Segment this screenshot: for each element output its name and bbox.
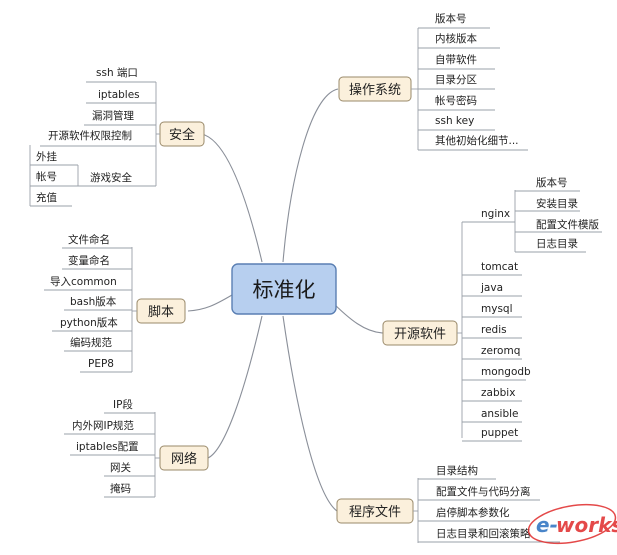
os-item: 其他初始化细节... <box>435 134 519 147</box>
game-item: 外挂 <box>36 150 57 163</box>
program-item: 目录结构 <box>436 464 478 477</box>
branch-os-label: 操作系统 <box>349 82 401 98</box>
nginx-item: 配置文件模版 <box>536 218 599 231</box>
network-item: IP段 <box>113 398 133 411</box>
os-item: 内核版本 <box>435 32 477 45</box>
branch-network: 网络 <box>159 445 209 471</box>
script-item: python版本 <box>60 316 118 329</box>
opensource-item: redis <box>481 324 507 336</box>
os-item: ssh key <box>435 115 474 127</box>
game-item: 帐号 <box>36 170 57 183</box>
connector-opensource <box>329 299 384 334</box>
root-node: 标准化 <box>231 263 337 315</box>
watermark-works: works <box>556 513 617 537</box>
branch-script: 脚本 <box>136 298 186 324</box>
program-item: 配置文件与代码分离 <box>436 485 531 498</box>
network-item: 网关 <box>110 461 131 474</box>
opensource-item: mysql <box>481 303 513 315</box>
security-item: 漏洞管理 <box>92 109 134 122</box>
connector-security <box>201 133 263 263</box>
program-items: 目录结构 配置文件与代码分离 启停脚本参数化 日志目录和回滚策略 <box>418 464 560 543</box>
script-item: 导入common <box>50 276 117 288</box>
branch-os: 操作系统 <box>338 76 412 102</box>
network-item: 内外网IP规范 <box>72 419 134 432</box>
security-item: 开源软件权限控制 <box>48 129 132 142</box>
branch-security-label: 安全 <box>169 127 195 143</box>
os-item: 目录分区 <box>435 74 477 86</box>
opensource-item: zabbix <box>481 387 515 399</box>
opensource-item: ansible <box>481 408 519 420</box>
nginx-item: 安装目录 <box>536 197 578 210</box>
branch-security: 安全 <box>159 121 205 147</box>
opensource-items: nginx 版本号 安装目录 配置文件模版 日志目录 tomcat java m… <box>462 176 602 442</box>
connector-program <box>282 315 338 512</box>
security-item: iptables <box>98 89 140 101</box>
os-item: 自带软件 <box>435 53 477 66</box>
branch-network-label: 网络 <box>171 451 197 467</box>
nginx-item: 日志目录 <box>536 237 578 250</box>
script-item: bash版本 <box>70 295 117 308</box>
branch-opensource-label: 开源软件 <box>394 327 446 342</box>
script-items: 文件命名 变量命名 导入common bash版本 python版本 编码规范 … <box>44 233 132 373</box>
nginx-label: nginx <box>481 208 510 220</box>
connector-network <box>207 315 263 459</box>
script-item: PEP8 <box>88 358 114 370</box>
root-label: 标准化 <box>253 278 316 302</box>
os-items: 版本号 内核版本 自带软件 目录分区 帐号密码 ssh key 其他初始化细节.… <box>418 12 528 151</box>
script-item: 文件命名 <box>68 233 110 246</box>
connector-os <box>282 88 339 263</box>
opensource-item: puppet <box>481 427 518 439</box>
branch-program-label: 程序文件 <box>349 505 401 520</box>
os-item: 帐号密码 <box>435 94 477 107</box>
branch-script-label: 脚本 <box>148 304 174 320</box>
os-item: 版本号 <box>435 12 467 25</box>
network-items: IP段 内外网IP规范 iptables配置 网关 掩码 <box>64 398 155 498</box>
branch-program: 程序文件 <box>336 498 414 524</box>
opensource-item: tomcat <box>481 261 518 273</box>
network-item: 掩码 <box>110 482 131 495</box>
eworks-watermark: e- works <box>527 503 617 545</box>
network-item: iptables配置 <box>76 441 139 453</box>
program-item: 启停脚本参数化 <box>436 506 510 519</box>
connector-script <box>187 294 233 312</box>
watermark-e: e- <box>536 513 558 537</box>
branch-opensource: 开源软件 <box>382 320 458 346</box>
security-items: ssh 端口 iptables 漏洞管理 开源软件权限控制 游戏安全 外挂 帐号… <box>29 66 156 207</box>
game-security-label: 游戏安全 <box>90 171 132 184</box>
opensource-item: java <box>480 282 503 294</box>
program-item: 日志目录和回滚策略 <box>436 527 531 540</box>
security-item: ssh 端口 <box>96 66 138 79</box>
script-item: 变量命名 <box>68 254 110 267</box>
game-item: 充值 <box>36 191 57 204</box>
script-item: 编码规范 <box>70 336 112 349</box>
opensource-item: mongodb <box>481 366 531 378</box>
nginx-item: 版本号 <box>536 176 568 189</box>
opensource-item: zeromq <box>481 345 520 357</box>
